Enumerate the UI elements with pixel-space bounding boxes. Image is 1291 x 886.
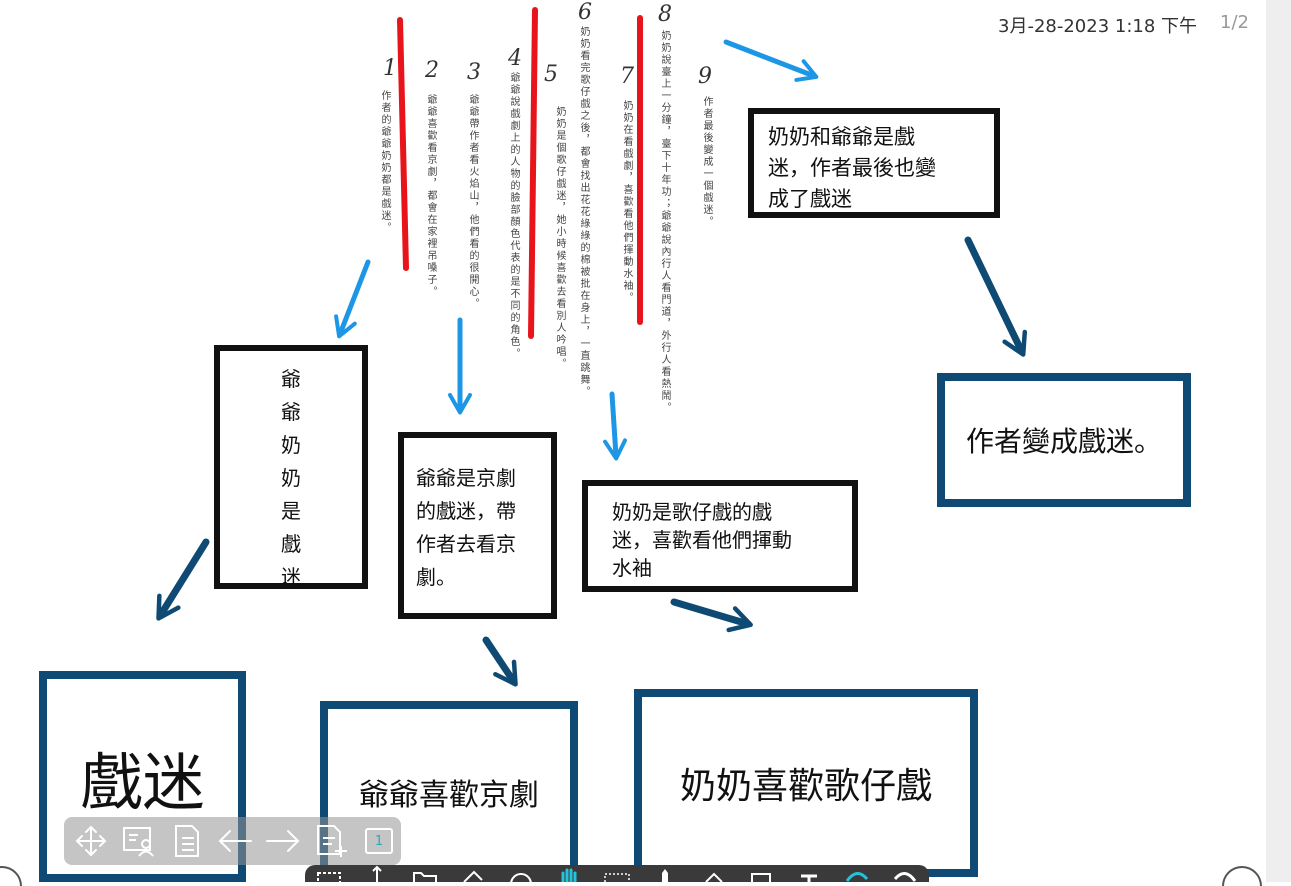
number-9: 9: [698, 64, 712, 89]
note-grandma-line-1: 奶奶是歌仔戲的戲: [612, 500, 772, 524]
red-marks: [397, 7, 643, 339]
number-2: 2: [425, 58, 439, 83]
arrow-to-grandparents-note: [334, 259, 371, 339]
summary-fan-text: 戲迷: [80, 745, 205, 819]
arrow-to-fan-summary: [156, 538, 210, 621]
summary-author-text: 作者變成戲迷。: [965, 425, 1162, 458]
note-grandparents-char-4: 奶: [281, 466, 301, 490]
lasso-icon[interactable]: [600, 865, 634, 882]
light-arrows: [334, 39, 819, 461]
note-grandparents-char-1: 爺: [281, 367, 301, 391]
passage-line-3: 爺爺帶作者看火焰山，他們看的很開心。: [467, 94, 478, 310]
arrow-to-grandma-summary: [670, 598, 753, 633]
note-grandparents-char-3: 奶: [281, 433, 301, 457]
passage-line-6: 奶奶看完歌仔戲之後，都會找出花花綠綠的棉被批在身上，一直跳舞。: [578, 26, 589, 398]
number-8: 8: [658, 2, 672, 27]
arrow-to-top-note: [723, 39, 819, 82]
number-6: 6: [578, 0, 592, 25]
bottom-toolbar: [305, 865, 929, 882]
arrow-to-grandpa-summary: [482, 636, 518, 687]
presenter-icon[interactable]: [118, 821, 160, 861]
note-grandparents-char-7: 迷: [281, 565, 301, 589]
note-grandma-line-3: 水袖: [612, 556, 652, 580]
arrow-to-grandma-note: [603, 391, 628, 461]
note-top-right-line-2: 迷，作者最後也變: [768, 156, 936, 180]
page-counter: 1/2: [1220, 12, 1249, 33]
shape-icon[interactable]: [744, 865, 778, 882]
red-mark-1: [397, 17, 409, 271]
note-grandma-line-2: 迷，喜歡看他們揮動: [612, 528, 792, 552]
undo-icon[interactable]: [840, 865, 874, 882]
note-grandparents[interactable]: 爺 爺 奶 奶 是 戲 迷: [214, 345, 368, 589]
number-3: 3: [467, 60, 481, 85]
add-page-icon[interactable]: [310, 821, 352, 861]
passage-line-1: 作者的爺爺奶奶都是戲迷。: [379, 90, 390, 234]
note-grandpa-line-3: 作者去看京: [416, 532, 516, 556]
color-wheel-icon[interactable]: [504, 865, 538, 882]
pen-icon[interactable]: [648, 865, 682, 882]
folder-icon[interactable]: [408, 865, 442, 882]
summary-grandma-text: 奶奶喜歡歌仔戲: [679, 766, 932, 807]
highlighter-icon[interactable]: [696, 865, 730, 882]
passage-line-5: 奶奶是個歌仔戲迷，她小時候喜歡去看別人吟唱。: [554, 106, 565, 370]
select-rect-icon[interactable]: [312, 865, 346, 882]
arrow-to-author-summary: [964, 236, 1028, 357]
note-grandpa-line-4: 劇。: [416, 565, 456, 589]
red-mark-2: [528, 7, 538, 339]
passage-line-4: 爺爺說戲劇上的人物的臉部顏色代表的是不同的角色。: [508, 72, 519, 360]
summary-author[interactable]: 作者變成戲迷。: [937, 373, 1191, 507]
note-top-right[interactable]: 奶奶和爺爺是戲 迷，作者最後也變 成了戲迷: [748, 108, 1000, 218]
note-grandpa[interactable]: 爺爺是京劇 的戲迷，帶 作者去看京 劇。: [398, 432, 557, 619]
dark-arrows: [156, 236, 1028, 687]
eraser-icon[interactable]: [456, 865, 490, 882]
note-grandpa-line-1: 爺爺是京劇: [416, 466, 516, 490]
passage-line-8: 奶奶說臺上一分鐘，臺下十年功；爺爺說內行人看門道，外行人看熱鬧。: [659, 30, 670, 414]
number-7: 7: [620, 64, 634, 89]
arrow-right-icon[interactable]: [262, 821, 304, 861]
number-4: 4: [508, 46, 522, 71]
note-grandparents-char-2: 爺: [281, 400, 301, 424]
page-indicator-number: 1: [365, 828, 393, 854]
timestamp: 3月-28-2023 1:18 下午: [998, 16, 1198, 37]
pointer-icon[interactable]: [360, 865, 394, 882]
note-grandpa-line-2: 的戲迷，帶: [416, 499, 516, 523]
note-grandparents-char-6: 戲: [281, 532, 301, 556]
document-icon[interactable]: [166, 821, 208, 861]
summary-grandpa-text: 爺爺喜歡京劇: [359, 777, 539, 813]
number-5: 5: [544, 62, 558, 87]
passage-line-9: 作者最後變成一個戲迷。: [701, 96, 712, 228]
redo-icon[interactable]: [888, 865, 922, 882]
summary-grandma[interactable]: 奶奶喜歡歌仔戲: [634, 689, 978, 877]
scrollbar[interactable]: [1266, 0, 1291, 882]
passage-line-7: 奶奶在看戲劇，喜歡看他們揮動水袖。: [621, 100, 632, 304]
move-icon[interactable]: [70, 821, 112, 861]
arrow-left-icon[interactable]: [214, 821, 256, 861]
page-indicator-icon[interactable]: 1: [358, 821, 400, 861]
passage-line-2: 爺爺喜歡看京劇，都會在家裡吊嗓子。: [425, 94, 436, 298]
note-top-right-line-3: 成了戲迷: [768, 187, 852, 211]
hand-icon[interactable]: [552, 865, 586, 882]
note-grandma[interactable]: 奶奶是歌仔戲的戲 迷，喜歡看他們揮動 水袖: [582, 480, 858, 592]
number-1: 1: [383, 56, 397, 81]
floating-toolbar: 1: [64, 817, 401, 865]
note-top-right-line-1: 奶奶和爺爺是戲: [768, 125, 915, 149]
note-grandparents-char-5: 是: [281, 499, 301, 523]
text-icon[interactable]: [792, 865, 826, 882]
